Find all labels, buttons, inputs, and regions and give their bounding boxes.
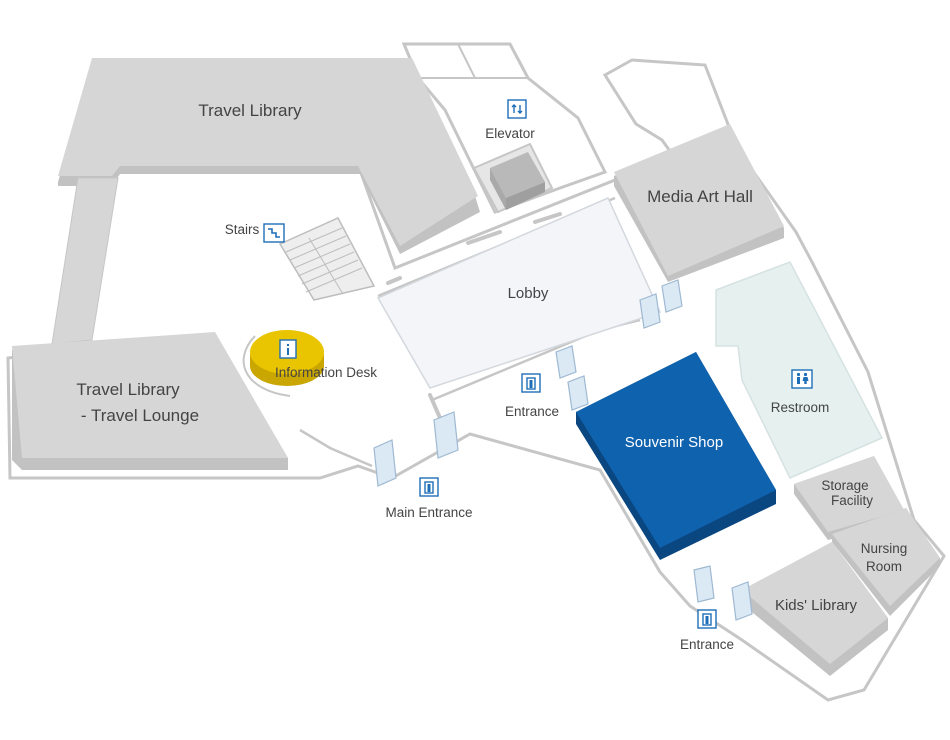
room-media-art-hall[interactable] — [614, 124, 784, 282]
label-information-desk: Information Desk — [275, 365, 377, 380]
label-main-entrance[interactable]: Main Entrance — [385, 505, 472, 520]
label-nursing-line2: Room — [866, 559, 902, 574]
room-travel-lounge[interactable] — [12, 332, 288, 470]
elevator-icon — [507, 99, 527, 119]
label-travel-library: Travel Library — [198, 101, 302, 120]
restroom-icon — [791, 369, 813, 389]
stairs[interactable] — [278, 217, 376, 301]
glass-door-lobby-right — [661, 279, 683, 313]
elevator-block-outline — [401, 42, 608, 214]
label-south-entrance[interactable]: Entrance — [680, 637, 734, 652]
room-travel-library[interactable] — [58, 58, 480, 254]
room-kids-library[interactable] — [742, 542, 888, 676]
label-souvenir-shop: Souvenir Shop — [625, 434, 723, 451]
info-desk-curve — [242, 335, 291, 397]
label-travel-lounge-line1: Travel Library — [76, 380, 180, 399]
information-icon — [279, 339, 297, 359]
room-souvenir-shop[interactable] — [576, 352, 776, 560]
label-nursing-line1: Nursing — [861, 541, 908, 556]
left-connector-wall — [51, 177, 119, 345]
glass-door-main-left — [373, 439, 397, 487]
wall-ticks — [386, 212, 562, 420]
label-stairs: Stairs — [225, 222, 260, 237]
glass-door-south-right — [731, 581, 753, 621]
label-storage-line2: Facility — [831, 493, 873, 508]
label-lobby: Lobby — [508, 285, 549, 302]
label-travel-lounge-line2: - Travel Lounge — [81, 406, 199, 425]
label-elevator: Elevator — [485, 126, 535, 141]
glass-doors — [373, 279, 753, 621]
label-kids-library: Kids' Library — [775, 597, 858, 614]
label-side-entrance[interactable]: Entrance — [505, 404, 559, 419]
door-icon — [521, 373, 541, 393]
glass-door-lobby-left — [639, 293, 661, 329]
label-storage-line1: Storage — [821, 478, 868, 493]
room-lobby[interactable] — [376, 197, 662, 389]
stairs-icon — [263, 223, 285, 243]
glass-door-side-bottom — [567, 375, 589, 411]
door-icon — [419, 477, 439, 497]
glass-door-side-top — [555, 345, 577, 379]
stair-steps — [285, 227, 363, 295]
glass-door-south-left — [693, 565, 715, 603]
elevator-shaft[interactable] — [472, 142, 554, 214]
door-icon — [697, 609, 717, 629]
elevator-top-partition — [420, 43, 528, 79]
glass-door-main-right — [433, 411, 459, 459]
label-media-art-hall: Media Art Hall — [647, 187, 753, 206]
room-nursing-room[interactable] — [832, 508, 940, 616]
label-restroom: Restroom — [771, 400, 830, 415]
